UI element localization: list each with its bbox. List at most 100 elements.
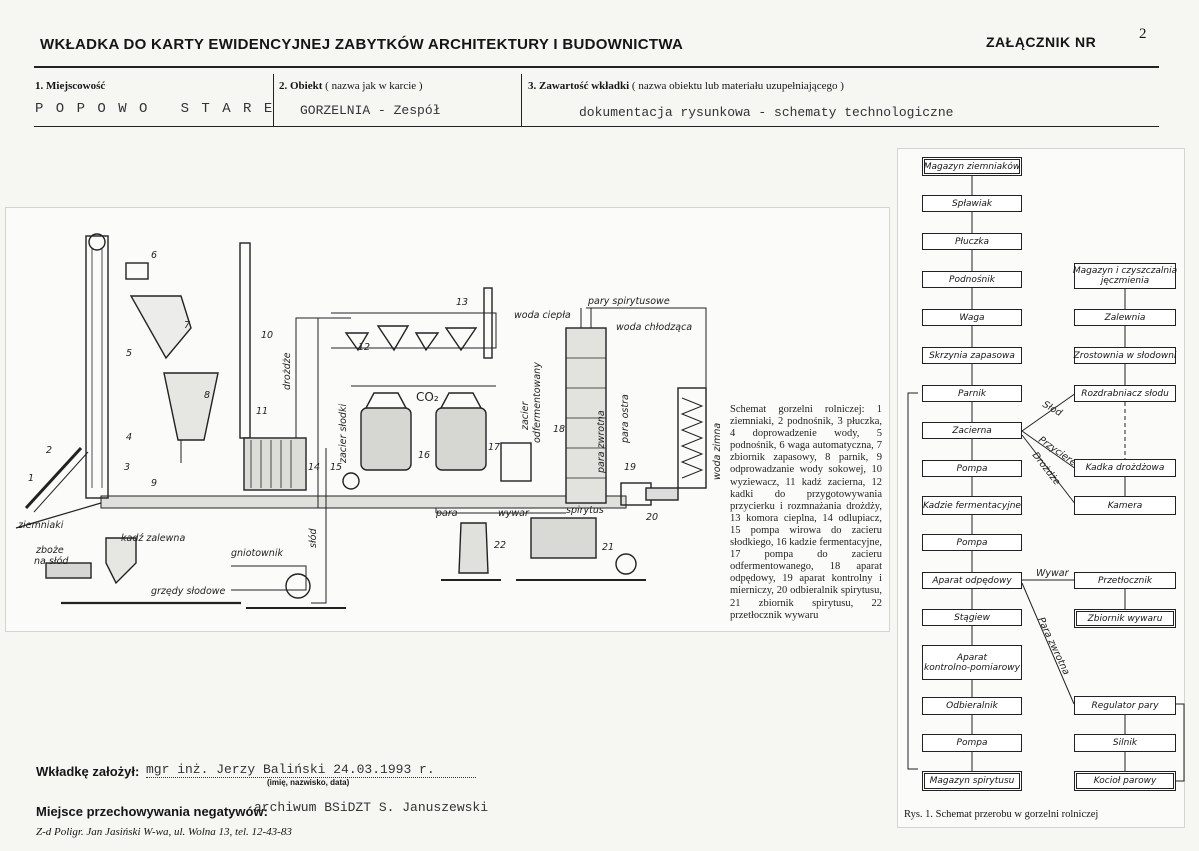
diagram-number-15: 15 <box>330 462 342 473</box>
flow-zbiornik-wywaru: Zbiornik wywaru <box>1074 609 1176 628</box>
diagram-number-11: 11 <box>256 406 268 417</box>
annex-number: 2 <box>1139 26 1147 42</box>
content-label: 3. Zawartość wkładki ( nazwa obiektu lub… <box>528 80 844 92</box>
printer-note: Z-d Poligr. Jan Jasiński W-wa, ul. Wolna… <box>36 826 292 838</box>
founder-label: Wkładkę założył: <box>36 764 140 779</box>
content-value: dokumentacja rysunkowa - schematy techno… <box>579 105 954 120</box>
diagram-number-16: 16 <box>418 450 430 461</box>
flow-kadka-drozdzowa: Kadka drożdżowa <box>1074 459 1176 477</box>
flow-pompa-1: Pompa <box>922 460 1022 477</box>
flow-kadzie-fermentacyjne: Kadzie fermentacyjne <box>922 496 1022 515</box>
flow-zacierna: Zacierna <box>922 422 1022 439</box>
object-value: GORZELNIA - Zespół <box>300 103 441 118</box>
flow-zalewnia: Zalewnia <box>1074 309 1176 326</box>
drawing-legend: Schemat gorzelni rolniczej: 1 ziemniaki,… <box>730 404 882 621</box>
distillery-drawing-panel: ziemniaki zboże na słód kadź zalewna gni… <box>5 207 890 632</box>
flow-magazyn-spirytusu: Magazyn spirytusu <box>922 771 1022 791</box>
flow-przetlocznik: Przetłocznik <box>1074 572 1176 589</box>
label-para: para <box>435 508 458 519</box>
flow-odbieralnik: Odbieralnik <box>922 697 1022 715</box>
diagram-number-9: 9 <box>151 478 157 489</box>
field-divider-2 <box>521 74 522 126</box>
edge-label-wywar: Wywar <box>1036 568 1070 579</box>
annex-label: ZAŁĄCZNIK NR <box>986 34 1097 50</box>
flow-regulator-pary: Regulator pary <box>1074 696 1176 715</box>
diagram-number-5: 5 <box>126 348 132 359</box>
diagram-number-20: 20 <box>646 512 658 523</box>
flow-silnik: Silnik <box>1074 734 1176 752</box>
diagram-number-1: 1 <box>28 473 34 484</box>
label-kadz-zalewna: kadź zalewna <box>121 533 185 544</box>
flow-podnosnik: Podnośnik <box>922 271 1022 288</box>
label-ziemniaki: ziemniaki <box>17 520 64 531</box>
label-woda-zimna: woda zimna <box>712 423 723 480</box>
label-gniotownik: gniotownik <box>231 548 283 559</box>
flow-pompa-3: Pompa <box>922 734 1022 752</box>
storage-label: Miejsce przechowywania negatywów: <box>36 804 268 819</box>
header-rule <box>34 66 1159 68</box>
distillery-drawing: ziemniaki zboże na słód kadź zalewna gni… <box>15 233 723 609</box>
diagram-number-22: 22 <box>494 540 506 551</box>
flow-pompa-2: Pompa <box>922 534 1022 551</box>
flow-aparat-odpedowy: Aparat odpędowy <box>922 572 1022 589</box>
flowchart-panel: Słód Przycierek Drożdże Wywar Para zwrot… <box>897 148 1185 828</box>
label-zacier-odferm-1: zacier <box>520 400 531 431</box>
diagram-number-7: 7 <box>184 320 190 331</box>
locality-value: P O P O W O S T A R E <box>35 101 275 117</box>
object-label: 2. Obiekt ( nazwa jak w karcie ) <box>279 80 423 92</box>
flow-rozdrabniacz: Rozdrabniacz słodu <box>1074 385 1176 402</box>
card-title: WKŁADKA DO KARTY EWIDENCYJNEJ ZABYTKÓW A… <box>40 36 684 53</box>
storage-value: archiwum BSiDZT S. Januszewski <box>254 800 489 815</box>
label-na-slod: na słód <box>34 556 69 567</box>
diagram-number-17: 17 <box>488 442 500 453</box>
label-woda-ciepla: woda ciepła <box>514 310 571 321</box>
flow-stagiew: Stągiew <box>922 609 1022 626</box>
label-co2: CO₂ <box>416 390 439 404</box>
label-zacier-slodki: zacier słodki <box>338 404 349 464</box>
diagram-number-2: 2 <box>46 445 52 456</box>
label-slod: słód <box>308 528 319 548</box>
field-divider-1 <box>273 74 274 126</box>
flowchart-caption: Rys. 1. Schemat przerobu w gorzelni roln… <box>904 809 1099 820</box>
diagram-number-19: 19 <box>624 462 636 473</box>
founder-dotted-line <box>146 777 476 778</box>
label-drozdze: drożdże <box>282 352 293 390</box>
locality-label: 1. Miejscowość <box>35 80 106 92</box>
label-zacier-odferm-2: odfermentowany <box>532 362 543 443</box>
diagram-number-3: 3 <box>124 462 130 473</box>
flow-kociol-parowy: Kocioł parowy <box>1074 771 1176 791</box>
diagram-number-4: 4 <box>126 432 132 443</box>
diagram-number-10: 10 <box>261 330 273 341</box>
flow-parnik: Parnik <box>922 385 1022 402</box>
flow-pluczka: Płuczka <box>922 233 1022 250</box>
diagram-number-13: 13 <box>456 297 468 308</box>
founder-sub: (imię, nazwisko, data) <box>267 778 350 787</box>
label-para-zwrotna: para zwrotna <box>596 410 607 474</box>
label-wywar: wywar <box>498 508 530 519</box>
flow-magazyn-ziemniakow: Magazyn ziemniaków <box>922 157 1022 176</box>
flow-waga: Waga <box>922 309 1022 326</box>
label-grzedy: grzędy słodowe <box>151 586 226 597</box>
label-zboze: zboże <box>35 545 64 556</box>
diagram-number-18: 18 <box>553 424 565 435</box>
diagram-number-14: 14 <box>308 462 320 473</box>
flow-splawiak: Spławiak <box>922 195 1022 212</box>
flowchart-connectors: Słód Przycierek Drożdże Wywar Para zwrot… <box>907 175 1185 782</box>
label-para-ostra: para ostra <box>620 394 631 444</box>
flow-kamera: Kamera <box>1074 496 1176 515</box>
diagram-number-8: 8 <box>204 390 210 401</box>
edge-label-slod: Słód <box>1041 399 1065 419</box>
edge-label-para-zwrotna: Para zwrotna <box>1035 616 1071 677</box>
fields-bottom-rule <box>34 126 1159 127</box>
flow-skrzynia-zapasowa: Skrzynia zapasowa <box>922 347 1022 364</box>
diagram-number-6: 6 <box>151 250 157 261</box>
label-woda-chlodzaca: woda chłodząca <box>616 322 692 333</box>
diagram-number-21: 21 <box>602 542 614 553</box>
label-spirytus: spirytus <box>566 505 604 516</box>
diagram-number-12: 12 <box>358 342 370 353</box>
flow-zrostownia: Zrostownia w słodowni <box>1074 347 1176 364</box>
label-pary-spirytusowe: pary spirytusowe <box>587 296 670 307</box>
